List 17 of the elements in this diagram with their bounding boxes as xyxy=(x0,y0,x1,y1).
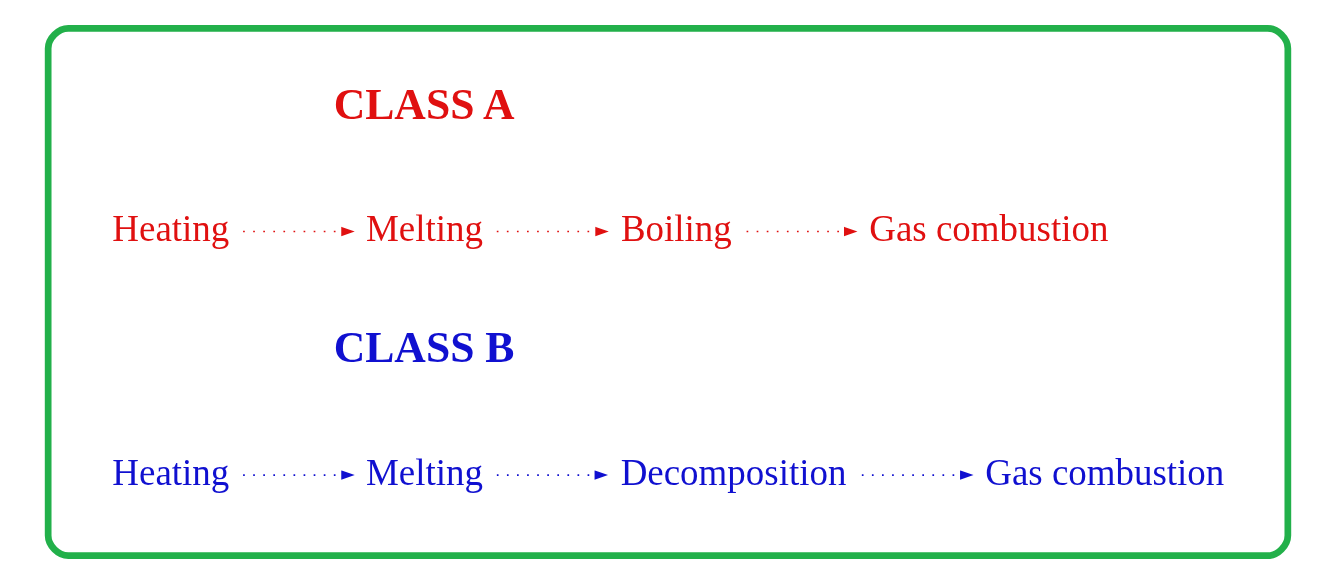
arrow xyxy=(242,226,355,237)
label: CLASS A xyxy=(333,79,515,128)
node-text: Heating xyxy=(112,207,230,249)
arrow xyxy=(745,226,858,237)
arrow xyxy=(496,470,609,480)
node-text: Melting xyxy=(365,207,483,249)
node-text: Melting xyxy=(365,451,483,493)
label: CLASS B xyxy=(333,323,515,372)
node-text: Gas combustion xyxy=(985,451,1225,493)
arrow xyxy=(861,470,974,480)
arrow xyxy=(495,226,609,237)
node-text: Boiling xyxy=(620,207,732,249)
node-text: Heating xyxy=(112,451,230,493)
node-text: Decomposition xyxy=(620,451,847,493)
cluster xyxy=(44,24,1292,560)
node-text: Gas combustion xyxy=(869,207,1109,249)
arrow xyxy=(242,470,355,480)
